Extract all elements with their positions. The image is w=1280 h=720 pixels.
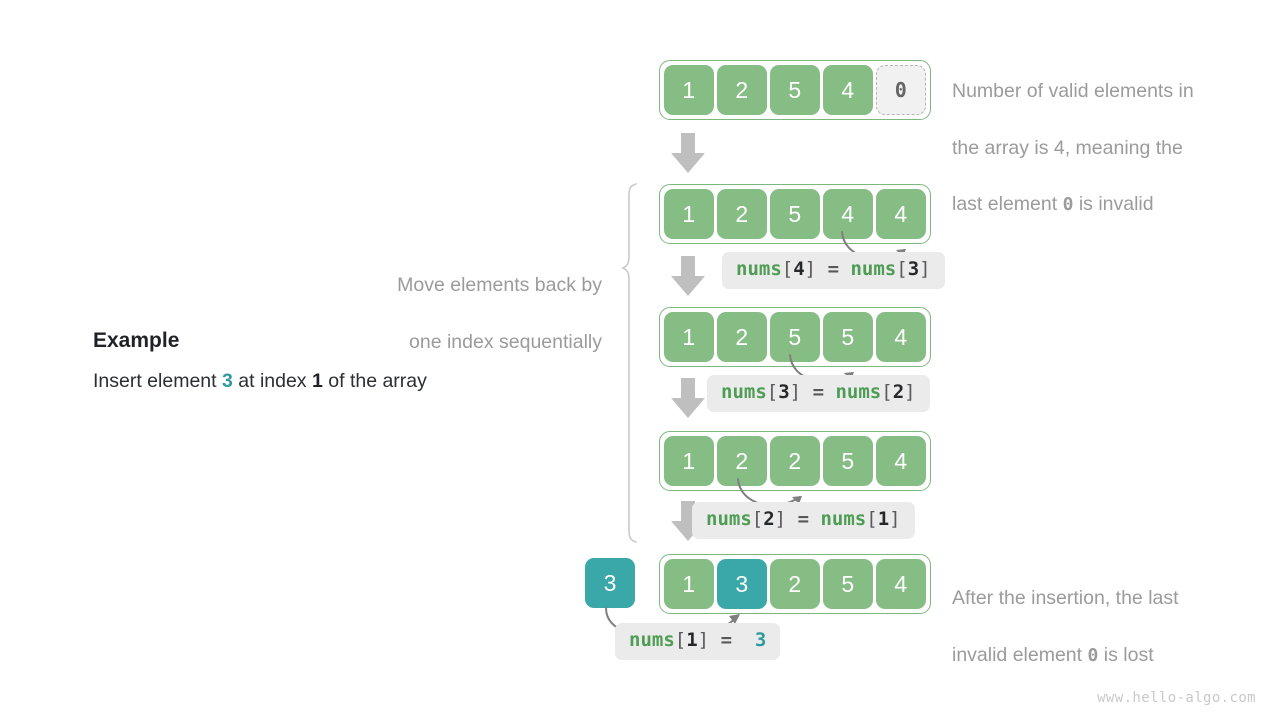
code-index: 1	[686, 629, 698, 651]
watermark: www.hello-algo.com	[1097, 690, 1256, 706]
note-top-line1: Number of valid elements in	[952, 80, 1194, 103]
array-cell: 2	[717, 189, 767, 239]
code-fn: nums	[629, 629, 675, 651]
code-value: 3	[754, 629, 767, 651]
code-index: 1	[877, 508, 890, 530]
array-cell: 4	[876, 189, 926, 239]
code-bracket: [	[751, 508, 764, 530]
array-step-shift4: 1 2 5 4 4	[659, 184, 931, 244]
code-bracket: [	[766, 381, 779, 403]
code-index: 3	[778, 381, 790, 403]
code-fn: nums	[820, 508, 867, 530]
array-cell: 4	[876, 312, 926, 362]
example-index: 1	[311, 370, 323, 392]
code-fn: nums	[721, 381, 767, 403]
code-index: 4	[793, 258, 805, 280]
array-cell: 1	[664, 65, 714, 115]
array-cell: 5	[823, 436, 873, 486]
code-chip-assign-2: nums[2] = nums[1]	[692, 502, 915, 539]
code-fn: nums	[835, 381, 882, 403]
code-index: 3	[907, 258, 920, 280]
code-bracket: [	[781, 258, 794, 280]
code-fn: nums	[736, 258, 782, 280]
array-cell: 5	[770, 312, 820, 362]
note-move-elements: Move elements back by one index sequenti…	[302, 243, 602, 356]
example-text-before: Insert element	[93, 370, 222, 392]
array-cell-invalid: 0	[876, 65, 926, 115]
code-bracket: [	[881, 381, 893, 403]
array-cell: 2	[770, 436, 820, 486]
note-move-line1: Move elements back by	[397, 274, 602, 297]
code-bracket: ]	[889, 508, 901, 530]
code-equals: =	[720, 629, 733, 651]
array-cell-inserted: 3	[717, 559, 767, 609]
array-cell: 1	[664, 559, 714, 609]
note-top-valid-elements: Number of valid elements in the array is…	[952, 49, 1262, 219]
array-step-shift2: 1 2 2 5 4	[659, 431, 931, 491]
code-bracket: [	[674, 629, 687, 651]
note-top-line2: the array is 4, meaning the	[952, 136, 1183, 159]
example-title: Example	[93, 329, 180, 352]
down-arrow-icon	[671, 133, 705, 173]
array-initial: 1 2 5 4 0	[659, 60, 931, 120]
grouping-brace	[621, 183, 637, 543]
inserted-value-box: 3	[585, 558, 635, 608]
code-equals: =	[827, 258, 840, 280]
note-top-line3-b: is invalid	[1073, 193, 1154, 216]
code-index: 2	[892, 381, 905, 403]
array-cell: 4	[823, 189, 873, 239]
code-equals: =	[797, 508, 810, 530]
array-cell: 1	[664, 189, 714, 239]
array-cell: 4	[876, 559, 926, 609]
array-final: 1 3 2 5 4	[659, 554, 931, 614]
code-chip-insert: nums[1] = 3	[615, 623, 781, 660]
code-chip-assign-4: nums[4] = nums[3]	[722, 252, 945, 289]
code-bracket: [	[866, 508, 878, 530]
array-cell: 2	[717, 436, 767, 486]
array-cell: 5	[770, 189, 820, 239]
example-text-middle: at index	[232, 370, 312, 392]
note-bottom-insertion: After the insertion, the last invalid el…	[952, 556, 1262, 669]
array-cell: 5	[770, 65, 820, 115]
note-bottom-line2-b: is lost	[1098, 643, 1154, 666]
code-equals: =	[812, 381, 825, 403]
code-bracket: ]	[804, 258, 817, 280]
code-index: 2	[763, 508, 775, 530]
array-cell: 2	[717, 65, 767, 115]
code-fn: nums	[706, 508, 752, 530]
array-step-shift3: 1 2 5 5 4	[659, 307, 931, 367]
code-fn: nums	[850, 258, 897, 280]
array-cell: 5	[823, 312, 873, 362]
down-arrow-icon	[671, 378, 705, 418]
note-top-code-zero: 0	[1062, 194, 1074, 216]
example-value: 3	[221, 370, 233, 392]
code-bracket: [	[896, 258, 908, 280]
code-bracket: ]	[697, 629, 710, 651]
array-cell: 4	[823, 65, 873, 115]
array-cell: 5	[823, 559, 873, 609]
code-bracket: ]	[774, 508, 787, 530]
note-bottom-code-zero: 0	[1087, 644, 1099, 666]
example-description: Insert element 3 at index 1 of the array	[93, 370, 427, 393]
array-cell: 2	[717, 312, 767, 362]
array-cell: 1	[664, 312, 714, 362]
code-bracket: ]	[904, 381, 916, 403]
note-move-line2: one index sequentially	[409, 330, 602, 353]
code-bracket: ]	[789, 381, 802, 403]
note-bottom-line2-a: invalid element	[952, 643, 1088, 666]
note-bottom-line1: After the insertion, the last	[952, 587, 1179, 610]
array-cell: 4	[876, 436, 926, 486]
down-arrow-icon	[671, 256, 705, 296]
array-cell: 1	[664, 436, 714, 486]
array-cell: 2	[770, 559, 820, 609]
code-bracket: ]	[919, 258, 931, 280]
example-text-after: of the array	[322, 370, 427, 392]
code-chip-assign-3: nums[3] = nums[2]	[707, 375, 930, 412]
note-top-line3-a: last element	[952, 193, 1063, 216]
